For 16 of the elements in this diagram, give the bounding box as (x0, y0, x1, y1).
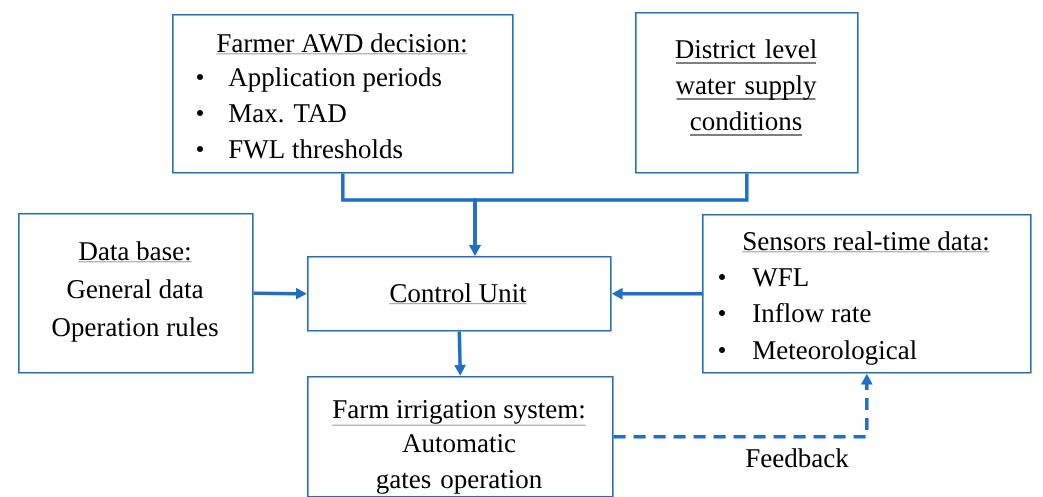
body-text: Automatic gates operation (376, 434, 542, 494)
list-item: Meteorological (719, 340, 917, 365)
body-text: Operation rules (52, 317, 218, 342)
body-text: General data (67, 279, 204, 299)
edge-label: Feedback (743, 446, 851, 470)
list-item: Inflow rate (719, 303, 871, 323)
heading-text: Farmer AWD decision: (216, 33, 468, 54)
heading-text: District level water supply conditions (675, 39, 817, 136)
list-item: WFL (719, 268, 808, 287)
heading-text: Data base: (78, 241, 192, 262)
list-item: FWL thresholds (197, 139, 402, 159)
list-item: Max. TAD (197, 104, 346, 123)
heading-text: Farm irrigation system: (332, 400, 586, 426)
list-item: Application periods (197, 67, 441, 92)
heading-text: Sensors real-time data: (742, 231, 990, 252)
heading-text: Control Unit (389, 283, 527, 304)
